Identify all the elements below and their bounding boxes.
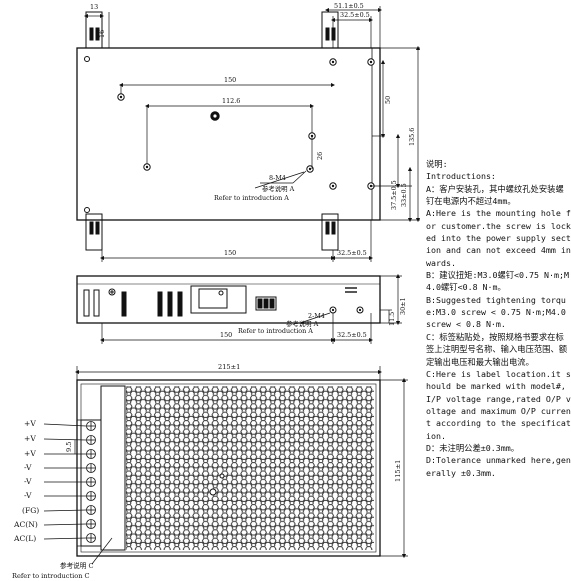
dim-50: 50	[384, 96, 392, 104]
terminal-label: AC(N)	[13, 520, 38, 529]
dim-115: 115±1	[394, 460, 402, 482]
top-bracket-br	[321, 213, 339, 251]
dim-9: 9.5	[65, 442, 73, 453]
top-view-labels: 13 16 51.1±0.5 32.5±0.5 150 112.6 135.6 …	[90, 2, 416, 257]
screw-label-top: 8-M4	[269, 174, 286, 182]
dim-150-bottom: 150	[224, 249, 236, 257]
top-bracket-bl	[85, 213, 103, 251]
top-hole	[84, 207, 90, 213]
note-c-en: C:Here is label location.it should be ma…	[426, 368, 571, 441]
vent-area	[126, 386, 374, 550]
dim-26: 26	[316, 152, 324, 160]
side-body	[76, 275, 381, 324]
terminal-label: -V	[24, 491, 32, 500]
dim-37: 37.5±0.5	[390, 180, 398, 210]
dim-112: 112.6	[222, 97, 240, 105]
ref-c-cn: 参考说明 C	[60, 561, 94, 570]
dim-33: 33±0.5	[400, 183, 408, 207]
side-pot-block	[190, 285, 247, 314]
terminal-label: AC(L)	[13, 534, 36, 543]
notes-title-en: Introductions:	[426, 171, 496, 182]
top-view	[76, 6, 421, 262]
dim-150-side: 150	[220, 331, 232, 339]
notes-panel: 说明: Introductions: A：客户安装孔，其中螺纹孔处安装螺钉在电源…	[426, 158, 571, 479]
terminal-label: +V	[24, 419, 36, 428]
terminal-label: +V	[24, 434, 36, 443]
ref-c-en: Refer to introduction C	[12, 572, 90, 580]
top-bracket-tr	[321, 11, 339, 49]
ref-a-en-side: Refer to introduction A	[238, 327, 313, 335]
terminal-label: -V	[24, 463, 32, 472]
dim-32-side: 32.5±0.5	[337, 331, 367, 339]
notes-title: 说明:	[426, 159, 448, 169]
ref-a-cn-top: 参考说明 A	[262, 184, 295, 193]
label-region-c	[100, 385, 126, 551]
dim-11: 11.5	[388, 312, 396, 326]
dim-30: 30±1	[399, 297, 407, 315]
note-d-en: D:Tolerance unmarked here,generally ±0.3…	[426, 455, 571, 478]
ref-a-en-top: Refer to introduction A	[214, 194, 289, 202]
note-d-cn: D：未注明公差±0.3mm。	[426, 442, 520, 453]
dim-215: 215±1	[218, 363, 240, 371]
terminal-label: +V	[24, 449, 36, 458]
screw-label-side: 2-M4	[308, 312, 325, 320]
terminal-label: (FG)	[22, 506, 39, 515]
dim-13: 13	[90, 3, 98, 11]
dim-51: 51.1±0.5	[334, 2, 364, 10]
bottom-view	[43, 366, 408, 565]
bottom-view-labels: 215±1 115±1 9.5 +V +V +V -V -V -V (FG) A…	[12, 363, 402, 580]
dim-16: 16	[98, 30, 106, 38]
note-b-en: B:Suggested tightening torque:M3.0 screw…	[426, 294, 571, 330]
note-c-cn: C：标签粘贴处，按照规格书要求在标签上注明型号名称、输入电压范围、额定输出电压和…	[426, 331, 568, 367]
dim-32-bottom: 32.5±0.5	[337, 249, 367, 257]
side-view-labels: 11.5 30±1 150 32.5±0.5 2-M4 参考说明 A Refer…	[220, 297, 407, 339]
dim-32-top: 32.5±0.5	[340, 11, 370, 19]
dim-135: 135.6	[408, 128, 416, 146]
note-a-cn: A：客户安装孔，其中螺纹孔处安装螺钉在电源内不超过4mm。	[426, 183, 564, 207]
terminal-label: -V	[24, 477, 32, 486]
note-b-cn: B：建议扭矩:M3.0螺钉<0.75 N·m;M4.0螺钉<0.8 N·m。	[426, 270, 569, 293]
ref-a-cn-side: 参考说明 A	[286, 319, 319, 328]
note-a-en: A:Here is the mounting hole for customer…	[426, 208, 571, 268]
top-body	[76, 47, 381, 221]
dim-150-top: 150	[224, 76, 236, 84]
top-hole	[84, 56, 90, 62]
side-view	[76, 273, 402, 344]
